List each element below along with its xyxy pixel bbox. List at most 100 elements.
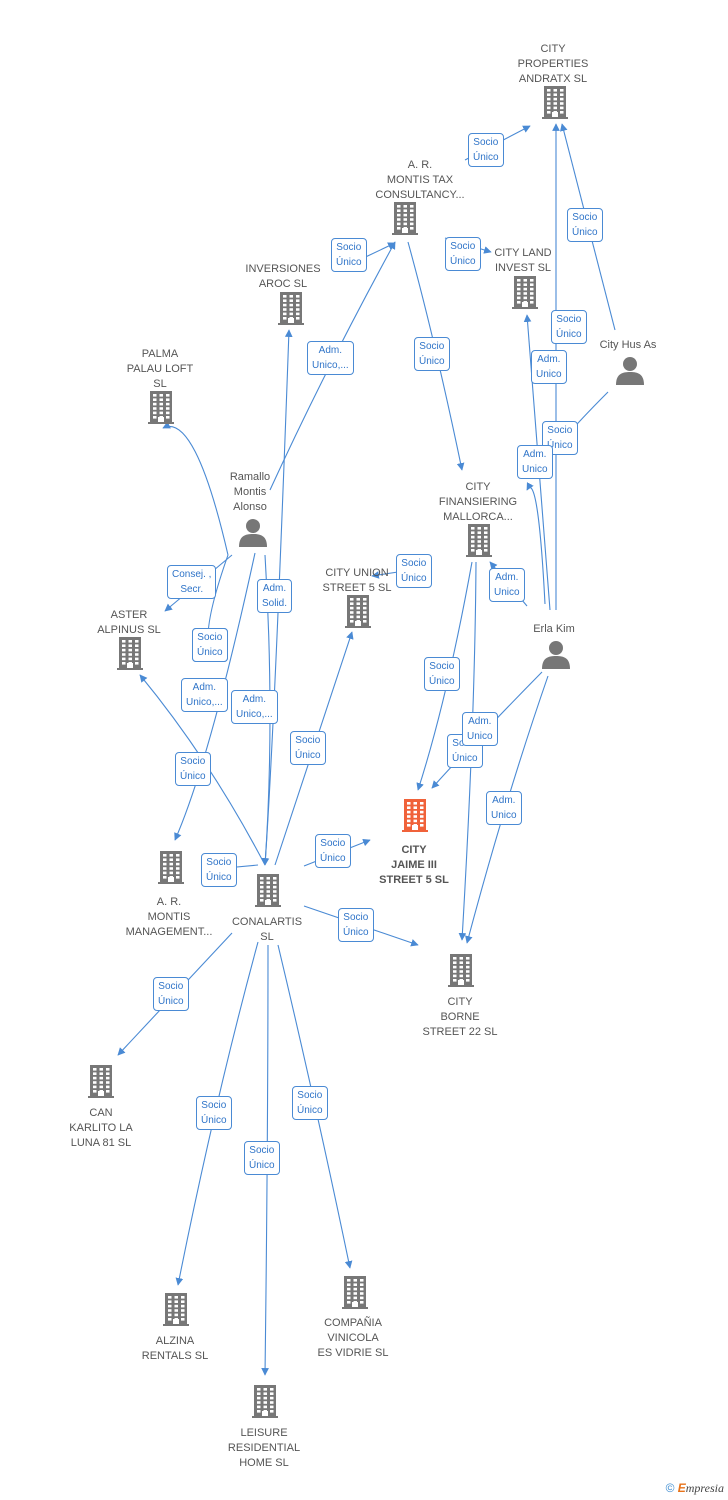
node-label-line: Alonso xyxy=(233,501,267,513)
relationship-label-line: Único xyxy=(197,647,223,658)
relationship-label[interactable]: Consej. ,Secr. xyxy=(167,565,217,599)
building-icon[interactable] xyxy=(345,594,371,633)
relationship-label[interactable]: Adm.Unico xyxy=(517,445,553,479)
relationship-label-line: Consej. , xyxy=(172,569,212,580)
building-icon[interactable] xyxy=(466,523,492,562)
relationship-label-line: Adm. xyxy=(468,716,492,727)
building-icon[interactable] xyxy=(342,1275,368,1314)
relationship-label-line: Socio xyxy=(197,632,223,643)
node-label-line: BORNE xyxy=(440,1011,480,1023)
relationship-label[interactable]: Adm.Unico,... xyxy=(181,678,228,712)
node-label-line: PROPERTIES xyxy=(517,58,589,70)
building-icon[interactable] xyxy=(252,1384,278,1423)
node-label-line: ES VIDRIE SL xyxy=(317,1347,389,1359)
relationship-label-line: Unico xyxy=(536,369,562,380)
building-icon[interactable] xyxy=(448,953,474,992)
building-icon[interactable] xyxy=(392,201,418,240)
node-label-line: SL xyxy=(260,931,274,943)
node-label-line: PALMA xyxy=(141,348,179,360)
building-icon[interactable] xyxy=(117,636,143,675)
relationship-label-line: Único xyxy=(201,1115,227,1126)
building-icon[interactable] xyxy=(88,1064,114,1103)
building-icon[interactable] xyxy=(158,850,184,889)
person-icon[interactable] xyxy=(615,355,645,390)
relationship-label-line: Socio xyxy=(180,756,206,767)
person-label[interactable]: City Hus As xyxy=(600,338,657,353)
relationship-label[interactable]: Adm.Unico xyxy=(462,712,498,746)
relationship-label[interactable]: Adm.Unico xyxy=(531,350,567,384)
relationship-label-line: Único xyxy=(450,256,476,267)
relationship-label-line: Unico,... xyxy=(312,360,349,371)
node-label-line: RENTALS SL xyxy=(141,1350,209,1362)
relationship-label-line: Socio xyxy=(429,661,455,672)
relationship-label[interactable]: Adm.Solid. xyxy=(257,579,293,613)
relationship-label-line: Socio xyxy=(556,314,582,325)
relationship-edge xyxy=(526,482,546,605)
relationship-label-line: Único xyxy=(158,996,184,1007)
relationship-label[interactable]: Adm.Unico xyxy=(486,791,522,825)
person-label[interactable]: Erla Kim xyxy=(533,622,575,637)
relationship-label-line: Socio xyxy=(320,838,346,849)
node-label-line: JAIME III xyxy=(391,859,437,871)
relationship-label[interactable]: Adm.Unico,... xyxy=(307,341,354,375)
relationship-label[interactable]: Adm.Unico,... xyxy=(231,690,278,724)
empresia-footer[interactable]: © Empresia xyxy=(666,1481,724,1496)
node-label-line: CONSULTANCY... xyxy=(375,189,465,201)
building-icon[interactable] xyxy=(542,85,568,124)
building-icon[interactable] xyxy=(148,390,174,429)
person-icon[interactable] xyxy=(541,639,571,674)
person-icon[interactable] xyxy=(238,517,268,552)
relationship-label-line: Único xyxy=(320,853,346,864)
building-icon[interactable] xyxy=(163,1292,189,1331)
relationship-label-line: Socio xyxy=(419,341,445,352)
relationship-label[interactable]: Adm.Unico xyxy=(489,568,525,602)
building-icon[interactable] xyxy=(512,275,538,314)
relationship-label-line: Socio xyxy=(336,242,362,253)
relationship-label-line: Solid. xyxy=(262,598,288,609)
node-label-line: MANAGEMENT... xyxy=(125,926,213,938)
relationship-label-line: Unico xyxy=(522,464,548,475)
relationship-label-line: Único xyxy=(547,440,573,451)
building-icon[interactable] xyxy=(278,291,304,330)
building-icon[interactable] xyxy=(255,873,281,912)
building-icon[interactable] xyxy=(402,798,428,837)
relationship-label-line: Socio xyxy=(295,735,321,746)
relationship-edge xyxy=(371,571,399,579)
node-label-line: STREET 5 SL xyxy=(379,874,449,886)
